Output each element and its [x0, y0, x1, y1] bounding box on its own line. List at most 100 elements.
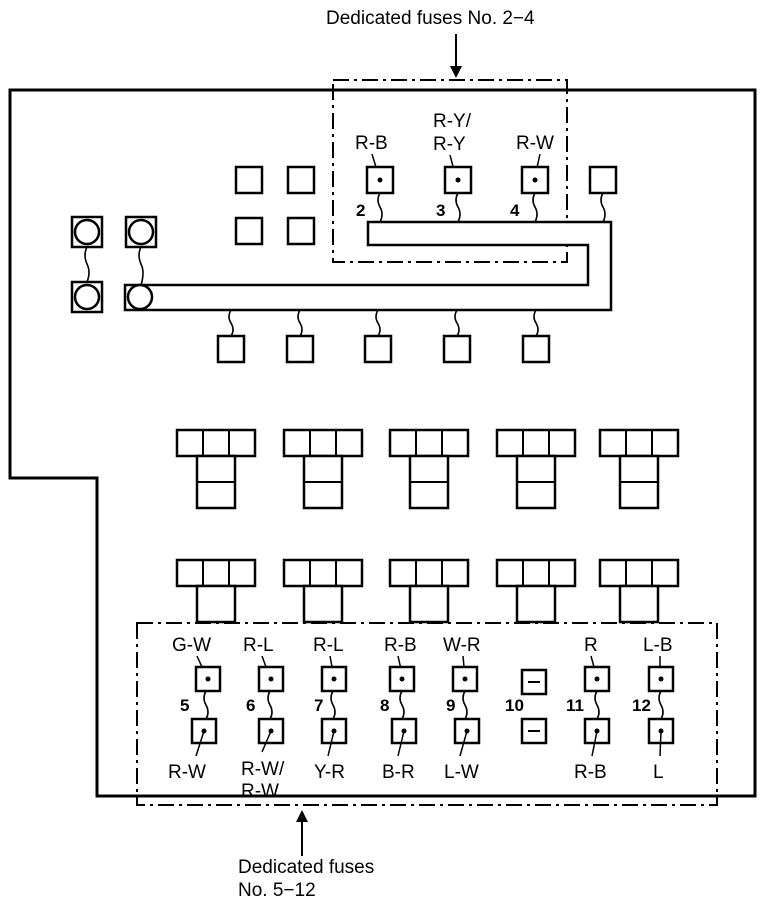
fuse-10-number: 10: [505, 696, 524, 715]
fuse-slot: [521, 334, 551, 364]
fuse-slot: [234, 216, 264, 246]
relay-block: [388, 428, 470, 510]
bottom-dedicated-region: [136, 622, 718, 806]
bottom-dedicated-fuses: G-W 5 R-W R-L 6 R-W/ R-W R-L 7 Y-R R-: [168, 635, 675, 802]
fuse-12-top-label: L-B: [643, 635, 673, 656]
fuse-5-top-label: G-W: [172, 635, 211, 656]
fuse-7-bottom-label: Y-R: [314, 762, 345, 783]
fuse-6-bottom-label-line1: R-W/: [241, 759, 285, 780]
fuse-slot: [442, 334, 472, 364]
relay-row-2: [175, 558, 680, 624]
fuse-link: [297, 309, 303, 337]
fuse-12-number: 12: [632, 696, 651, 715]
fuse-link: [454, 309, 460, 337]
relay-block: [175, 558, 257, 624]
left-terminals: [70, 215, 158, 314]
fuse-link: [399, 690, 405, 720]
fuse-4-label: R-W: [516, 133, 554, 154]
fuse-slot: [285, 334, 315, 364]
fuse-link: [375, 309, 381, 337]
upper-plain-fuses: [234, 165, 618, 246]
fuse-5-number: 5: [180, 696, 189, 715]
fuse-link: [203, 690, 209, 720]
fuse-slot: [588, 165, 618, 195]
fuse-link: [267, 690, 273, 720]
fuse-2-number: 2: [356, 201, 365, 220]
fuse-5-bottom-label: R-W: [168, 762, 206, 783]
leader-line: [327, 730, 335, 757]
fuse-link: [600, 192, 606, 223]
fuse-4-number: 4: [510, 201, 520, 220]
fuse-8-number: 8: [380, 696, 389, 715]
relay-block: [495, 428, 577, 510]
terminal-circle: [73, 283, 101, 311]
fuse-11-bottom-label: R-B: [574, 762, 607, 783]
fuse-link: [377, 192, 383, 223]
fuse-link: [658, 690, 664, 720]
terminal-circle: [127, 218, 155, 246]
leader-line: [459, 730, 468, 757]
fuse-9-bottom-label: L-W: [444, 762, 479, 783]
fuse-9-number: 9: [446, 696, 455, 715]
fuse-link: [462, 690, 468, 720]
fuse-pin: [532, 177, 538, 183]
caption-bottom-line1: Dedicated fuses: [238, 857, 374, 878]
fuse-12-bottom-label: L: [653, 762, 664, 783]
fuse-3-number: 3: [436, 201, 445, 220]
terminal-link: [84, 246, 90, 283]
relay-block: [388, 558, 470, 624]
leader-line: [397, 730, 405, 757]
fuse-8-bottom-label: B-R: [382, 762, 415, 783]
terminal-circle: [126, 283, 154, 311]
terminal-circle: [73, 218, 101, 246]
fuse-8-lower-slot: [390, 717, 418, 745]
fuse-pin: [455, 177, 461, 183]
leader-line: [659, 730, 662, 757]
leader-line: [261, 730, 272, 753]
fuse-slot: [363, 334, 393, 364]
fuse-3-label-line1: R-Y/: [433, 111, 472, 132]
fuse-6-bottom-label-line2: R-W: [241, 781, 279, 802]
fuse-link: [330, 690, 336, 720]
fuse-11-top-label: R: [584, 635, 598, 656]
fuse-5-upper-slot: [194, 665, 222, 693]
fuse-pin: [377, 177, 383, 183]
caption-bottom-line2: No. 5−12: [238, 880, 316, 901]
fuse-11-number: 11: [566, 696, 584, 715]
fuse-link: [228, 309, 234, 337]
leader-line: [591, 730, 598, 757]
arrow-bottom-head: [296, 810, 308, 822]
bus-bar: [123, 220, 613, 312]
fuse-6-top-label: R-L: [243, 635, 274, 656]
relay-block: [175, 428, 257, 510]
relay-block: [598, 428, 680, 510]
fuse-board-outline: [8, 88, 757, 798]
lower-bus-fuses: [216, 309, 551, 364]
fuse-link: [594, 690, 600, 720]
fuse-2-label: R-B: [355, 133, 388, 154]
relay-block: [282, 428, 364, 510]
fuse-6-number: 6: [246, 696, 255, 715]
fuse-link: [532, 192, 538, 223]
fuse-8-top-label: R-B: [384, 635, 417, 656]
fuse-4-slot: [520, 165, 550, 195]
fuse-slot: [286, 165, 316, 195]
fuse-link: [455, 192, 461, 223]
arrow-top-head: [450, 66, 462, 78]
fuse-9-top-label: W-R: [443, 635, 481, 656]
fuse-slot: [286, 216, 316, 246]
fuse-3-label-line2: R-Y: [433, 134, 466, 155]
leader-line: [195, 730, 205, 757]
fuse-7-top-label: R-L: [313, 635, 344, 656]
caption-top: Dedicated fuses No. 2−4: [326, 8, 535, 29]
fuse-slot: [216, 334, 246, 364]
relay-row-1: [175, 428, 680, 510]
relay-block: [598, 558, 680, 624]
relay-block: [495, 558, 577, 624]
relay-block: [282, 558, 364, 624]
fuse-slot: [234, 165, 264, 195]
fuse-7-number: 7: [314, 696, 323, 715]
fuse-link: [533, 309, 539, 337]
top-dedicated-fuses: R-B 2 R-Y/ R-Y 3 R-W 4: [355, 111, 554, 223]
